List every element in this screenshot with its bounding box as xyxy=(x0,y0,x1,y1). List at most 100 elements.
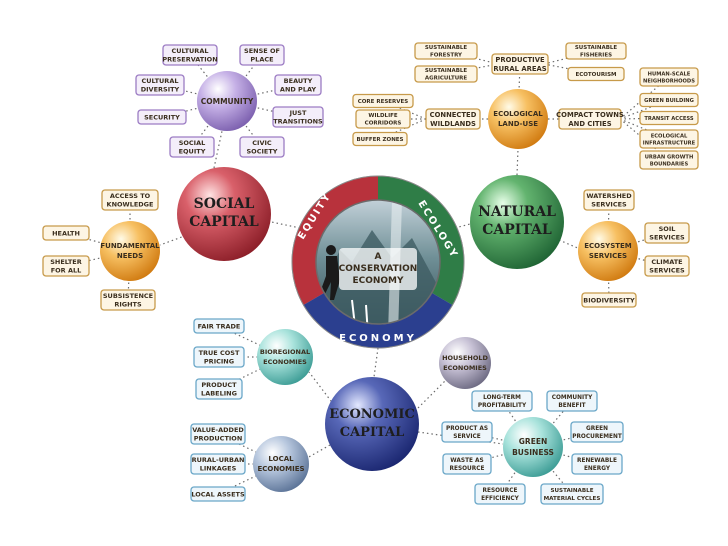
social-capital-line-1: SOCIAL xyxy=(194,196,255,212)
cultural-preservation-box-text: PRESERVATION xyxy=(162,56,217,64)
transit-access-box[interactable]: TRANSIT ACCESS xyxy=(639,110,699,126)
health-box[interactable]: HEALTH xyxy=(42,225,90,241)
ecological-land-use-line-2: LAND-USE xyxy=(498,120,538,128)
wildlife-corridors-box-text: WILDLIFE xyxy=(368,113,397,119)
fundamental-needs-node[interactable]: FUNDAMENTAL NEEDS xyxy=(100,221,160,281)
social-equity-box-text: EQUITY xyxy=(179,148,206,156)
product-as-service-box-text: PRODUCT AS xyxy=(446,426,488,432)
fair-trade-box-text: FAIR TRADE xyxy=(198,322,241,330)
center-title-line-1: A xyxy=(375,252,382,262)
center-title-line-2: CONSERVATION xyxy=(339,264,418,274)
bioregional-line-1: BIOREGIONAL xyxy=(260,348,310,356)
green-business-line-1: GREEN xyxy=(519,437,547,446)
ecology-ring xyxy=(378,175,465,305)
ecosystem-services-line-2: SERVICES xyxy=(589,252,627,260)
soil-services-box-text: SOIL xyxy=(659,225,676,233)
long-term-profitability-box-text: PROFITABILITY xyxy=(478,403,527,409)
social-capital-line-2: CAPITAL xyxy=(189,214,259,230)
connector-line xyxy=(306,444,331,459)
wildlife-corridors-box[interactable]: WILDLIFE CORRIDORS xyxy=(355,109,411,129)
renewable-energy-box-text: ENERGY xyxy=(584,466,611,472)
local-economies-line-2: ECONOMIES xyxy=(257,465,304,473)
biodiversity-box-text: BIODIVERSITY xyxy=(583,296,635,304)
connector-line xyxy=(213,130,223,169)
fair-trade-box[interactable]: FAIR TRADE xyxy=(193,318,245,334)
connector-line xyxy=(607,250,610,301)
security-box[interactable]: SECURITY xyxy=(137,109,187,125)
productive-rural-areas-box-text: PRODUCTIVE xyxy=(495,56,545,64)
local-economies-node[interactable]: LOCAL ECONOMIES xyxy=(253,436,309,492)
sustainable-agriculture-box-text: AGRICULTURE xyxy=(425,76,468,82)
core-reserves-box[interactable]: CORE RESERVES xyxy=(352,93,414,109)
green-building-box[interactable]: GREEN BUILDING xyxy=(639,92,699,108)
natural-capital-node[interactable]: NATURAL CAPITAL xyxy=(470,175,564,269)
long-term-profitability-box-text: LONG-TERM xyxy=(483,395,521,401)
economic-capital-node[interactable]: ECONOMIC CAPITAL xyxy=(325,377,419,471)
fundamental-needs-line-2: NEEDS xyxy=(117,252,143,260)
connector-line xyxy=(308,371,335,406)
biodiversity-box[interactable]: BIODIVERSITY xyxy=(581,292,637,308)
local-assets-box[interactable]: LOCAL ASSETS xyxy=(190,486,246,502)
core-reserves-box-text: CORE RESERVES xyxy=(358,99,409,105)
bioregional-economies-node[interactable]: BIOREGIONAL ECONOMIES xyxy=(257,329,313,385)
waste-as-resource-box-text: WASTE AS xyxy=(450,458,483,464)
buffer-zones-box[interactable]: BUFFER ZONES xyxy=(352,131,408,147)
wildlife-corridors-box-text: CORRIDORS xyxy=(365,121,402,127)
climate-services-box-text: SERVICES xyxy=(649,267,685,275)
natural-capital-line-1: NATURAL xyxy=(478,204,556,220)
human-scale-box-text: NEIGHBORHOODS xyxy=(643,78,695,84)
ecological-land-use-node[interactable]: ECOLOGICAL LAND-USE xyxy=(488,89,548,149)
green-business-line-2: BUSINESS xyxy=(512,448,554,457)
ecotourism-box-text: ECOTOURISM xyxy=(575,72,616,78)
value-added-box-text: VALUE-ADDED xyxy=(192,426,244,434)
green-business-node[interactable]: GREEN BUSINESS xyxy=(503,417,563,477)
long-term-profitability-box[interactable]: LONG-TERM PROFITABILITY xyxy=(471,390,533,412)
access-to-knowledge-box-text: KNOWLEDGE xyxy=(107,201,154,209)
social-capital-node[interactable]: SOCIAL CAPITAL xyxy=(177,167,271,261)
ecotourism-box[interactable]: ECOTOURISM xyxy=(567,66,625,82)
ecosystem-services-node[interactable]: ECOSYSTEM SERVICES xyxy=(578,221,638,281)
local-assets-box-text: LOCAL ASSETS xyxy=(191,490,245,498)
sustainable-fisheries-box-text: FISHERIES xyxy=(580,53,612,59)
community-node[interactable]: COMMUNITY xyxy=(197,71,257,131)
civic-society-box-text: CIVIC xyxy=(252,139,272,147)
household-economies-node[interactable]: HOUSEHOLD ECONOMIES xyxy=(439,337,491,389)
sustainable-fisheries-box[interactable]: SUSTAINABLE FISHERIES xyxy=(565,42,627,60)
sustainable-fisheries-box-text: SUSTAINABLE xyxy=(575,45,618,51)
access-to-knowledge-box-text: ACCESS TO xyxy=(110,192,151,200)
buffer-zones-box-text: BUFFER ZONES xyxy=(356,137,403,143)
